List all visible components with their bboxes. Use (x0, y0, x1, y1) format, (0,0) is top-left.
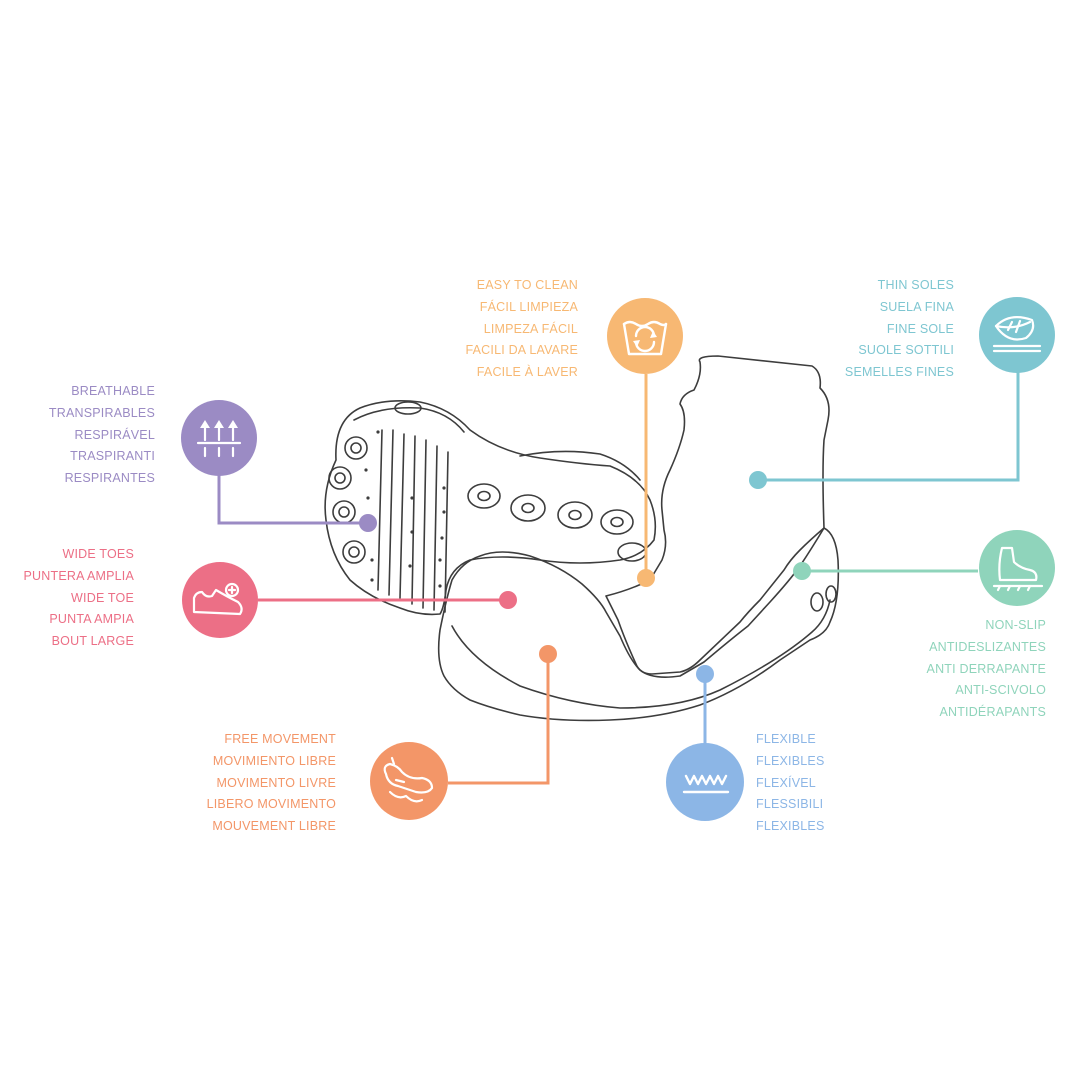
feather-sole-icon (992, 315, 1042, 353)
non-slip-endpoint (793, 562, 811, 580)
thin-soles-label-es: SUELA FINA (879, 299, 954, 314)
wide-toes-badge (182, 562, 258, 638)
easy-to-clean-labels: EASY TO CLEAN FÁCIL LIMPIEZA LIMPEZA FÁC… (465, 275, 578, 384)
front-shoe-toe-rim (519, 450, 641, 481)
non-slip-labels: NON-SLIP ANTIDESLIZANTES ANTI DERRAPANTE… (927, 615, 1046, 724)
wide-toes-label-it: PUNTA AMPIA (49, 612, 134, 627)
sole-ribs (377, 429, 449, 613)
sole-treads (328, 436, 647, 564)
wide-toes-label-fr: BOUT LARGE (51, 634, 134, 649)
non-slip-label-pt: ANTI DERRAPANTE (926, 661, 1046, 676)
breathable-endpoint (359, 514, 377, 532)
back-shoe-outsole (437, 527, 840, 722)
thin-soles-label-it: SUOLE SOTTILI (858, 343, 954, 358)
easy-to-clean-label-it: FACILI DA LAVARE (465, 343, 578, 358)
breathable-badge (181, 400, 257, 476)
thin-soles-label-en: THIN SOLES (877, 278, 954, 292)
free-movement-label-fr: MOUVEMENT LIBRE (212, 819, 336, 834)
thin-soles-endpoint (749, 471, 767, 489)
thin-soles-connector (758, 372, 1020, 482)
easy-to-clean-label-pt: LIMPEZA FÁCIL (483, 321, 578, 336)
easy-to-clean-endpoint (637, 569, 655, 587)
sole-dots (364, 430, 446, 588)
flexible-label-es: FLEXIBLES (756, 753, 825, 768)
free-movement-badge (370, 742, 448, 820)
free-movement-label-pt: MOVIMENTO LIVRE (216, 775, 336, 790)
breathable-label-it: TRASPIRANTI (70, 449, 155, 464)
breathable-label-es: TRANSPIRABLES (48, 405, 155, 420)
endpoints (359, 471, 811, 683)
breathable-labels: BREATHABLE TRANSPIRABLES RESPIRÁVEL TRAS… (49, 381, 155, 490)
flexible-labels: FLEXIBLE FLEXIBLES FLEXÍVEL FLESSIBILI F… (756, 729, 825, 838)
non-slip-badge (979, 530, 1055, 606)
easy-to-clean-badge (607, 298, 683, 374)
wide-toes-endpoint (499, 591, 517, 609)
thin-soles-label-fr: SEMELLES FINES (844, 365, 954, 380)
free-movement-label-es: MOVIMIENTO LIBRE (212, 753, 336, 768)
heel-tread (810, 592, 824, 612)
flexible-endpoint (696, 665, 714, 683)
thin-soles-labels: THIN SOLES SUELA FINA FINE SOLE SUOLE SO… (845, 275, 954, 384)
free-movement-endpoint (539, 645, 557, 663)
wide-toes-foot-icon (192, 582, 243, 616)
back-shoe-sole-edge (451, 599, 831, 709)
flexible-label-en: FLEXIBLE (756, 732, 816, 746)
non-slip-label-fr: ANTIDÉRAPANTS (939, 705, 1046, 720)
front-shoe-rim (353, 406, 465, 433)
flexible-wave-icon (682, 774, 730, 794)
wide-toes-labels: WIDE TOES PUNTERA AMPLIA WIDE TOE PUNTA … (24, 544, 134, 653)
flexible-label-it: FLESSIBILI (756, 797, 824, 812)
non-slip-label-es: ANTIDESLIZANTES (929, 639, 1046, 654)
moving-foot-icon (383, 756, 434, 803)
wide-toes-label-pt: WIDE TOE (71, 590, 134, 605)
non-slip-label-en: NON-SLIP (985, 618, 1046, 632)
breathable-connector (217, 472, 368, 525)
free-movement-connector (448, 654, 550, 785)
washing-tub-icon (622, 320, 668, 356)
easy-to-clean-label-es: FÁCIL LIMPIEZA (479, 299, 578, 314)
free-movement-labels: FREE MOVEMENT MOVIMIENTO LIBRE MOVIMENTO… (207, 729, 336, 838)
heel-tread (825, 585, 837, 603)
breathable-label-pt: RESPIRÁVEL (74, 427, 155, 442)
shoe-illustration (324, 355, 840, 722)
heel-tab (394, 401, 422, 415)
breathable-label-fr: RESPIRANTES (64, 471, 155, 486)
free-movement-label-en: FREE MOVEMENT (224, 732, 336, 746)
easy-to-clean-label-en: EASY TO CLEAN (476, 278, 578, 292)
free-movement-label-it: LIBERO MOVIMENTO (206, 797, 336, 812)
flexible-label-pt: FLEXÍVEL (756, 775, 816, 790)
wide-toes-label-es: PUNTERA AMPLIA (23, 568, 134, 583)
flexible-label-fr: FLEXIBLES (756, 819, 825, 834)
thin-soles-label-pt: FINE SOLE (886, 321, 954, 336)
connectors (217, 372, 1020, 785)
back-shoe-shaft (605, 355, 830, 675)
non-slip-boot-icon (992, 546, 1044, 592)
non-slip-label-it: ANTI-SCIVOLO (955, 683, 1046, 698)
easy-to-clean-label-fr: FACILE À LAVER (476, 365, 578, 380)
thin-soles-badge (979, 297, 1055, 373)
breathable-label-en: BREATHABLE (71, 384, 155, 398)
flexible-badge (666, 743, 744, 821)
breathable-arrows-icon (196, 420, 242, 458)
wide-toes-label-en: WIDE TOES (62, 547, 134, 561)
